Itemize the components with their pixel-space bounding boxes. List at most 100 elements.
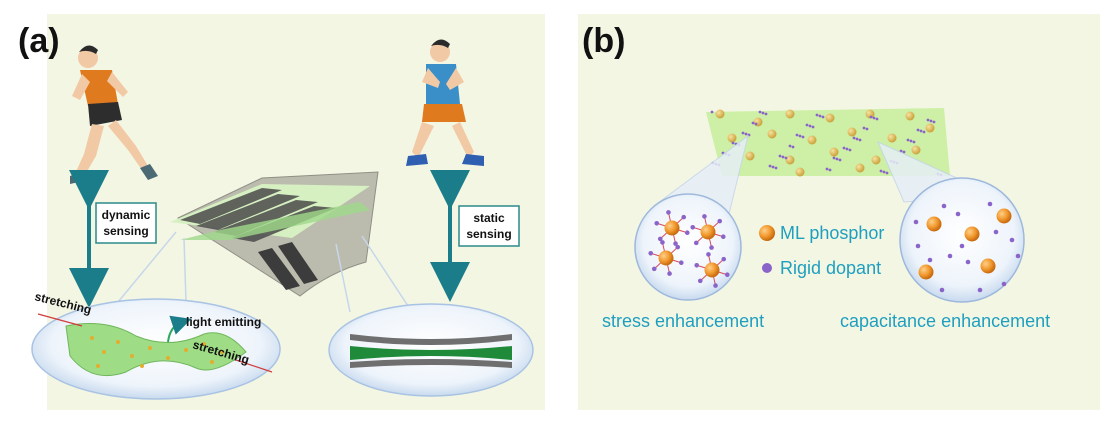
middle-layer (350, 346, 512, 360)
film-dopant-dot (909, 139, 913, 143)
film-phosphor-dot (887, 133, 897, 143)
dynamic-line1: dynamic (102, 208, 151, 222)
film-dopant-dot (828, 168, 832, 172)
dopant-dot (1009, 237, 1015, 243)
film-dopant-dot (818, 114, 822, 118)
stretch-line-left (37, 313, 83, 327)
film-dopant-dot (761, 111, 765, 115)
film-phosphor-dot (905, 111, 915, 121)
zoom-line (117, 231, 177, 303)
dopant-dot (651, 266, 657, 272)
dopant-dot (955, 211, 961, 217)
film-dopant-dot (919, 129, 923, 133)
film-dopant-dot (731, 141, 735, 145)
dopant-dot (681, 214, 687, 220)
dopant-dot (915, 243, 921, 249)
legend-phosphor-label: ML phosphor (780, 223, 884, 243)
film-phosphor-dot (925, 123, 935, 133)
dopant-dot (706, 252, 711, 257)
film-phosphor-dot (753, 117, 763, 127)
panel-b-label: (b) (582, 22, 625, 60)
static-line1: static (473, 211, 505, 225)
film-dopant-dot (926, 118, 930, 122)
film-dopant-dot (862, 126, 866, 130)
film-phosphor-dot (847, 127, 857, 137)
film-dopant-dot (832, 156, 836, 160)
film-dopant-dot (768, 164, 772, 168)
film-dopant-dot (885, 171, 889, 175)
film-dopant-dot (791, 145, 795, 149)
film-dopant-dot (801, 135, 805, 139)
dopant-dot (684, 230, 690, 236)
film-dopant-dot (798, 134, 802, 138)
zoom-line (183, 237, 187, 303)
phosphor-ball (918, 264, 934, 280)
dopant-dot (678, 260, 684, 266)
film-dopant-dot (774, 166, 778, 170)
film-dopant-dot (835, 157, 839, 161)
dopant-dot (666, 210, 671, 215)
film-dopant-dot (744, 132, 748, 136)
film-phosphor-dot (767, 129, 777, 139)
dopant-dot (657, 236, 663, 242)
dopant-dot (947, 253, 953, 259)
film-dopant-dot (882, 170, 886, 174)
dopant-dot (693, 240, 699, 246)
dopant-dot (959, 243, 965, 249)
dopant-dot (702, 214, 707, 219)
dopant-dot (1015, 253, 1021, 259)
film-dopant-dot (764, 112, 768, 116)
sensor-sheet (170, 171, 379, 297)
static-line2: sensing (466, 227, 511, 241)
film-phosphor-dot (855, 163, 865, 173)
phosphor-ball (996, 208, 1012, 224)
static-sensing-box (458, 205, 520, 247)
film-dopant-dot (842, 146, 846, 150)
film-dopant-dot (808, 124, 812, 128)
dopant-dot (720, 234, 726, 240)
dopant-dot (939, 287, 945, 293)
film-dopant-dot (858, 138, 862, 142)
film-phosphor-dot (825, 113, 835, 123)
stress-particles (648, 210, 730, 288)
dynamic-line2: sensing (103, 224, 148, 238)
film-dopant-dot (855, 137, 859, 141)
dopant-dot (965, 259, 971, 265)
dopant-dot (690, 224, 696, 230)
dopant-dot (709, 245, 714, 250)
film-dopant-dot (758, 110, 762, 114)
zoom-line (361, 235, 413, 313)
film-dopant-dot (710, 110, 714, 114)
dopant-dot (913, 219, 919, 225)
phosphor-ball (980, 258, 996, 274)
dopant-dot (654, 220, 660, 226)
dopant-dot (660, 240, 665, 245)
dopant-dot (694, 262, 700, 268)
dopant-dot (721, 256, 727, 262)
film-phosphor-dot (865, 109, 875, 119)
film-dopant-dot (788, 144, 792, 148)
dynamic-sensing-box (95, 202, 157, 244)
stretched-film (65, 323, 247, 377)
film-dopant-dot (795, 133, 799, 137)
film-dopant-dot (815, 113, 819, 117)
dopant-dot (717, 218, 723, 224)
legend-dopant-icon (762, 263, 772, 273)
film-dopant-dot (751, 121, 755, 125)
film-dopant-dot (902, 150, 906, 154)
squatter-figure (406, 39, 484, 166)
film-dopant-dot (869, 115, 873, 119)
film-dopant-dot (852, 136, 856, 140)
film-particles (90, 336, 224, 368)
film-dopant-dot (912, 140, 916, 144)
emission-arrow (167, 315, 192, 343)
legend-phosphor-icon (759, 225, 775, 241)
phosphor-ball (700, 224, 716, 240)
film-dopant-dot (754, 122, 758, 126)
dopant-dot (927, 257, 933, 263)
film-dopant-dot (875, 117, 879, 121)
phosphor-ball (926, 216, 942, 232)
panel-a-label: (a) (18, 22, 60, 60)
